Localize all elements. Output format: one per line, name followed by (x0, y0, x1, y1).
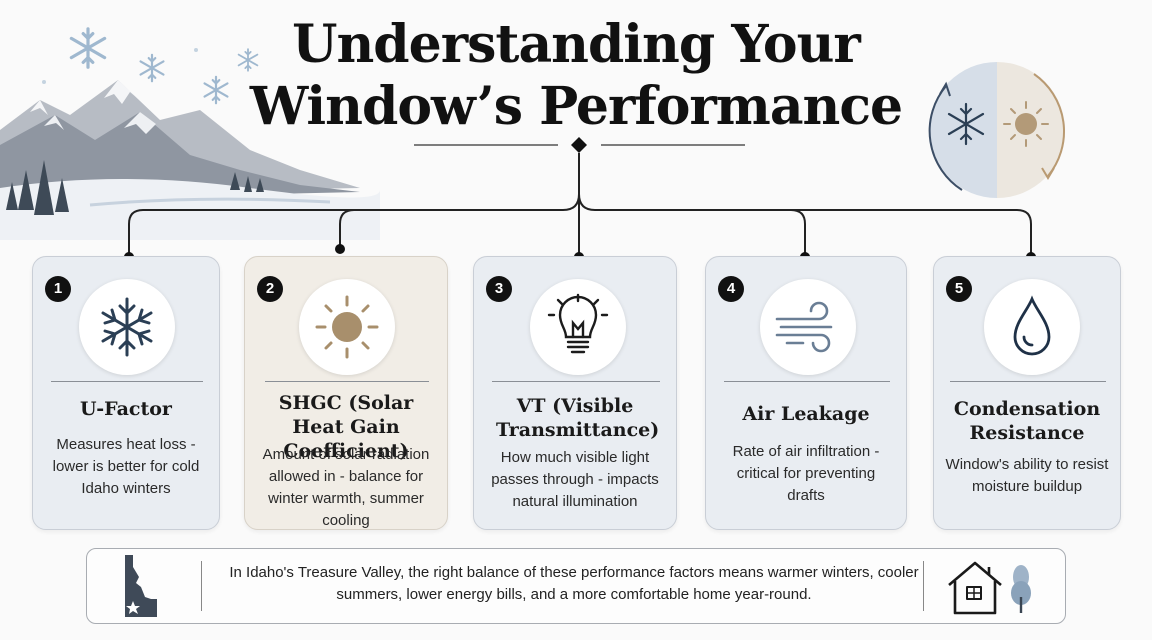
season-cycle-icon (928, 62, 1066, 198)
connector-tree (124, 137, 1036, 262)
divider (950, 381, 1106, 382)
footer-text: In Idaho's Treasure Valley, the right ba… (229, 564, 919, 603)
divider (492, 381, 660, 382)
card-description: Window's ability to resist moisture buil… (945, 456, 1109, 495)
sun-icon (315, 295, 379, 359)
wind-icon (775, 301, 833, 353)
icon-circle (760, 279, 856, 375)
lightbulb-icon (547, 293, 609, 354)
footer-divider-right (923, 561, 924, 611)
card-title: VT (Visible Transmittance) (496, 395, 660, 441)
card-number-badge: 5 (946, 276, 972, 302)
card-number-badge: 2 (257, 276, 283, 302)
card-title: Condensation Resistance (953, 398, 1101, 444)
card-u-factor: 1 U-Factor Measures heat loss - lower is… (32, 256, 220, 530)
card-description: Measures heat loss - lower is better for… (52, 436, 200, 497)
title-line-1: Understanding Your (292, 14, 861, 75)
divider (265, 381, 429, 382)
divider (724, 381, 890, 382)
card-title: Air Leakage (742, 403, 870, 425)
winter-mountains-illustration (0, 27, 380, 240)
page-title: Understanding Your Window’s Performance (0, 14, 1152, 138)
snowflake-icon (101, 297, 153, 357)
card-title: SHGC (Solar Heat Gain Coefficient) (278, 392, 414, 462)
icon-circle (299, 279, 395, 375)
card-description: How much visible light passes through - … (491, 449, 659, 510)
card-number-badge: 4 (718, 276, 744, 302)
card-air-leakage: 4 Air Leakage Rate of air infiltration -… (705, 256, 907, 530)
card-condensation-resistance: 5 Condensation Resistance Window's abili… (933, 256, 1121, 530)
house-tree-icon (948, 561, 1031, 615)
card-vt: 3 VT (Visible Transmittance) How much vi… (473, 256, 677, 530)
card-number-badge: 3 (486, 276, 512, 302)
idaho-state-icon (125, 555, 157, 617)
icon-circle (79, 279, 175, 375)
icon-circle (984, 279, 1080, 375)
icon-circle (530, 279, 626, 375)
footer-divider-left (201, 561, 202, 611)
title-line-2: Window’s Performance (249, 76, 903, 137)
card-description: Rate of air infiltration - critical for … (732, 443, 880, 504)
card-shgc: 2 SHGC (Solar Heat Gain Coefficient) Amo… (244, 256, 448, 530)
card-title: U-Factor (80, 398, 172, 420)
water-drop-icon (1013, 295, 1051, 356)
card-description: Amount of solar radiation allowed in - b… (262, 446, 430, 529)
divider (51, 381, 203, 382)
footer-banner: In Idaho's Treasure Valley, the right ba… (86, 548, 1066, 624)
card-number-badge: 1 (45, 276, 71, 302)
